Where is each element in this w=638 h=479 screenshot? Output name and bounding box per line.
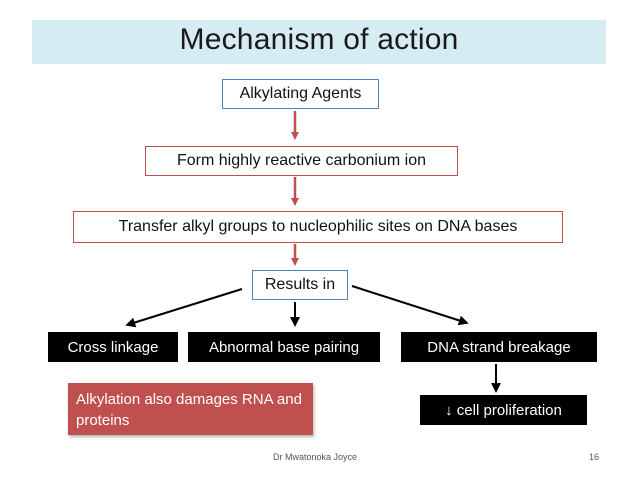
arrow-results-to-crosslinkage bbox=[125, 288, 243, 328]
node-cross-linkage-label: Cross linkage bbox=[67, 338, 159, 356]
note-rna-proteins: Alkylation also damages RNA and proteins bbox=[68, 383, 313, 435]
node-results-in: Results in bbox=[252, 270, 348, 300]
node-cell-proliferation: ↓ cell proliferation bbox=[420, 395, 587, 425]
node-abnormal-base-pairing: Abnormal base pairing bbox=[188, 332, 380, 362]
node-carbonium-ion-label: Form highly reactive carbonium ion bbox=[177, 152, 426, 169]
node-transfer-alkyl-label: Transfer alkyl groups to nucleophilic si… bbox=[118, 218, 518, 235]
title-bar: Mechanism of action bbox=[32, 20, 606, 64]
node-cross-linkage: Cross linkage bbox=[48, 332, 178, 362]
node-carbonium-ion: Form highly reactive carbonium ion bbox=[145, 146, 458, 176]
arrow-results-to-breakage bbox=[351, 285, 469, 326]
footer-author: Dr Mwatonoka Joyce bbox=[273, 452, 358, 462]
node-dna-strand-breakage: DNA strand breakage bbox=[401, 332, 597, 362]
node-cell-proliferation-label: ↓ cell proliferation bbox=[445, 401, 562, 419]
slide-title: Mechanism of action bbox=[179, 23, 459, 56]
note-rna-proteins-label: Alkylation also damages RNA and proteins bbox=[76, 391, 302, 429]
node-dna-strand-breakage-label: DNA strand breakage bbox=[427, 338, 571, 356]
node-alkylating-agents-label: Alkylating Agents bbox=[239, 85, 362, 102]
node-abnormal-base-pairing-label: Abnormal base pairing bbox=[208, 338, 360, 356]
node-results-in-label: Results in bbox=[264, 276, 336, 293]
node-transfer-alkyl: Transfer alkyl groups to nucleophilic si… bbox=[73, 211, 563, 243]
footer-page-number: 16 bbox=[589, 452, 600, 462]
node-alkylating-agents: Alkylating Agents bbox=[222, 79, 379, 109]
